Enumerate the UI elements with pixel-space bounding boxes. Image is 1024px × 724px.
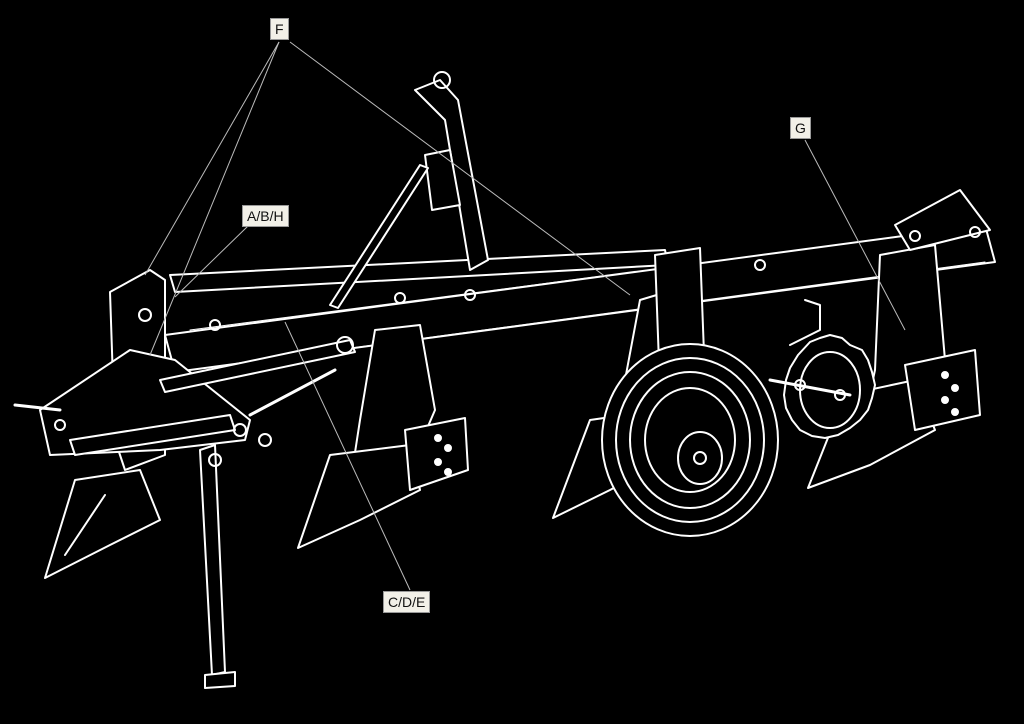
plough-body-1 xyxy=(44,469,161,579)
plough-body-4 xyxy=(807,189,991,489)
cross-shaft xyxy=(159,336,356,417)
headstock-tower xyxy=(414,71,489,271)
callout-cde: C/D/E xyxy=(383,591,431,613)
callout-abh: A/B/H xyxy=(242,205,289,227)
callout-f: F xyxy=(270,18,289,40)
frame-bolts xyxy=(209,226,981,331)
callout-g: G xyxy=(790,117,811,139)
top-link-stay xyxy=(329,164,429,309)
depth-wheel xyxy=(601,247,779,537)
front-hitch xyxy=(13,269,272,471)
plough-body-2 xyxy=(297,324,469,549)
parking-stand xyxy=(199,444,236,689)
disc-coulter xyxy=(768,299,876,439)
leader-lines xyxy=(144,41,906,591)
main-frame-beam xyxy=(164,224,996,373)
